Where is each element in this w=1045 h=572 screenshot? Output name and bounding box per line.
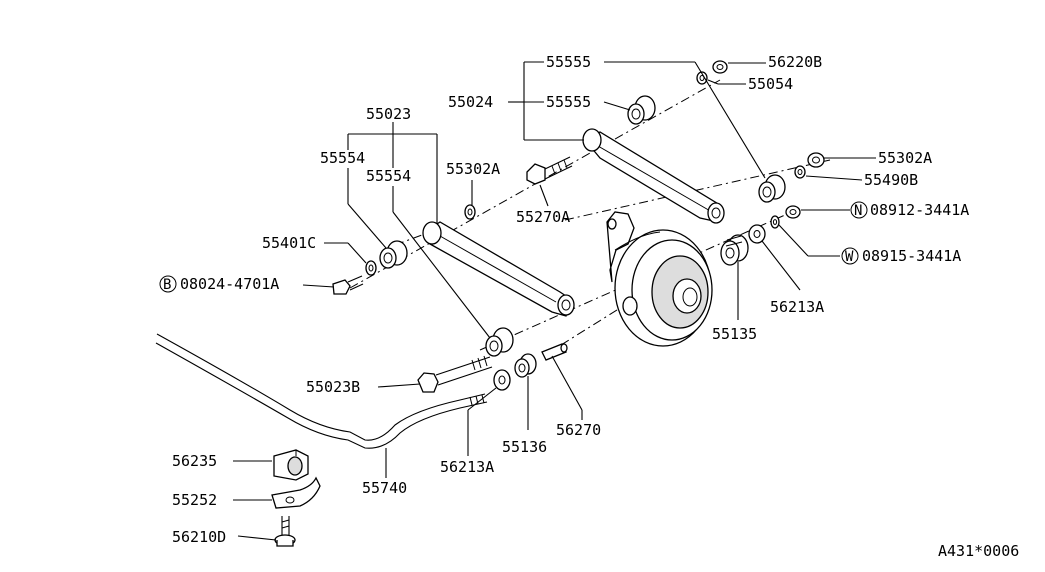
pin-56270 — [541, 343, 568, 361]
callout-08915: W 08915-3441A — [841, 247, 961, 265]
bolt-08024-4701A — [332, 275, 364, 295]
washer-55054 — [696, 71, 708, 85]
stabilizer-bushing-56235 — [273, 449, 309, 481]
label-55023: 55023 — [366, 105, 411, 123]
assembly-centerlines — [349, 79, 831, 356]
bushing-55554-upper — [379, 240, 408, 269]
label-08912-3441A: 08912-3441A — [870, 201, 969, 219]
callout-08912: N 08912-3441A — [850, 201, 969, 219]
washer-56213A-right — [748, 224, 766, 244]
nut-55302A-right — [807, 152, 825, 168]
label-55555-mid: 55555 — [546, 93, 591, 111]
bushing-55135 — [720, 234, 749, 266]
label-56220B: 56220B — [768, 53, 822, 71]
label-08024-4701A: 08024-4701A — [180, 275, 279, 293]
label-55554-b: 55554 — [366, 167, 411, 185]
collar-55136 — [514, 353, 537, 378]
label-56210D: 56210D — [172, 528, 226, 546]
callout-08024: B 08024-4701A — [159, 275, 279, 293]
washer-08915 — [770, 215, 780, 229]
washer-56213A-bottom — [493, 369, 511, 391]
label-56213A-right: 56213A — [770, 298, 824, 316]
label-55135: 55135 — [712, 325, 757, 343]
label-55054: 55054 — [748, 75, 793, 93]
bushing-55555-upper — [627, 95, 656, 125]
label-55554-a: 55554 — [320, 149, 365, 167]
axle-knuckle-hub — [606, 211, 713, 347]
nut-56220B — [712, 60, 728, 74]
label-55270A: 55270A — [516, 208, 570, 226]
prefix-W: W — [845, 249, 854, 265]
upper-link-arm — [582, 128, 725, 224]
washer-55490B — [794, 165, 806, 179]
label-56270: 56270 — [556, 421, 601, 439]
bolt-55023B — [417, 355, 493, 393]
washer-55401C — [365, 260, 377, 276]
lower-link-arm — [422, 221, 575, 317]
prefix-B: B — [163, 277, 171, 293]
label-55555-top: 55555 — [546, 53, 591, 71]
label-56235: 56235 — [172, 452, 217, 470]
nut-55302A-left — [464, 204, 476, 220]
bracket-55252 — [271, 476, 321, 509]
label-55252: 55252 — [172, 491, 217, 509]
bolt-55270A — [526, 156, 573, 185]
label-55136: 55136 — [502, 438, 547, 456]
stabilizer-bar-55740 — [155, 333, 488, 449]
diagram-code: A431*0006 — [938, 542, 1019, 560]
bushing-55555-lower — [758, 174, 786, 203]
label-55401C: 55401C — [262, 234, 316, 252]
label-55023B: 55023B — [306, 378, 360, 396]
leader-lines — [233, 61, 876, 541]
label-55302A-left: 55302A — [446, 160, 500, 178]
label-56213A-bottom: 56213A — [440, 458, 494, 476]
bolt-56210D — [274, 516, 296, 547]
label-55490B: 55490B — [864, 171, 918, 189]
label-08915-3441A: 08915-3441A — [862, 247, 961, 265]
label-55302A-right: 55302A — [878, 149, 932, 167]
label-55740: 55740 — [362, 479, 407, 497]
label-55024: 55024 — [448, 93, 493, 111]
prefix-N: N — [854, 203, 862, 219]
nut-08912 — [785, 205, 801, 219]
bushing-55554-lower — [485, 327, 514, 357]
